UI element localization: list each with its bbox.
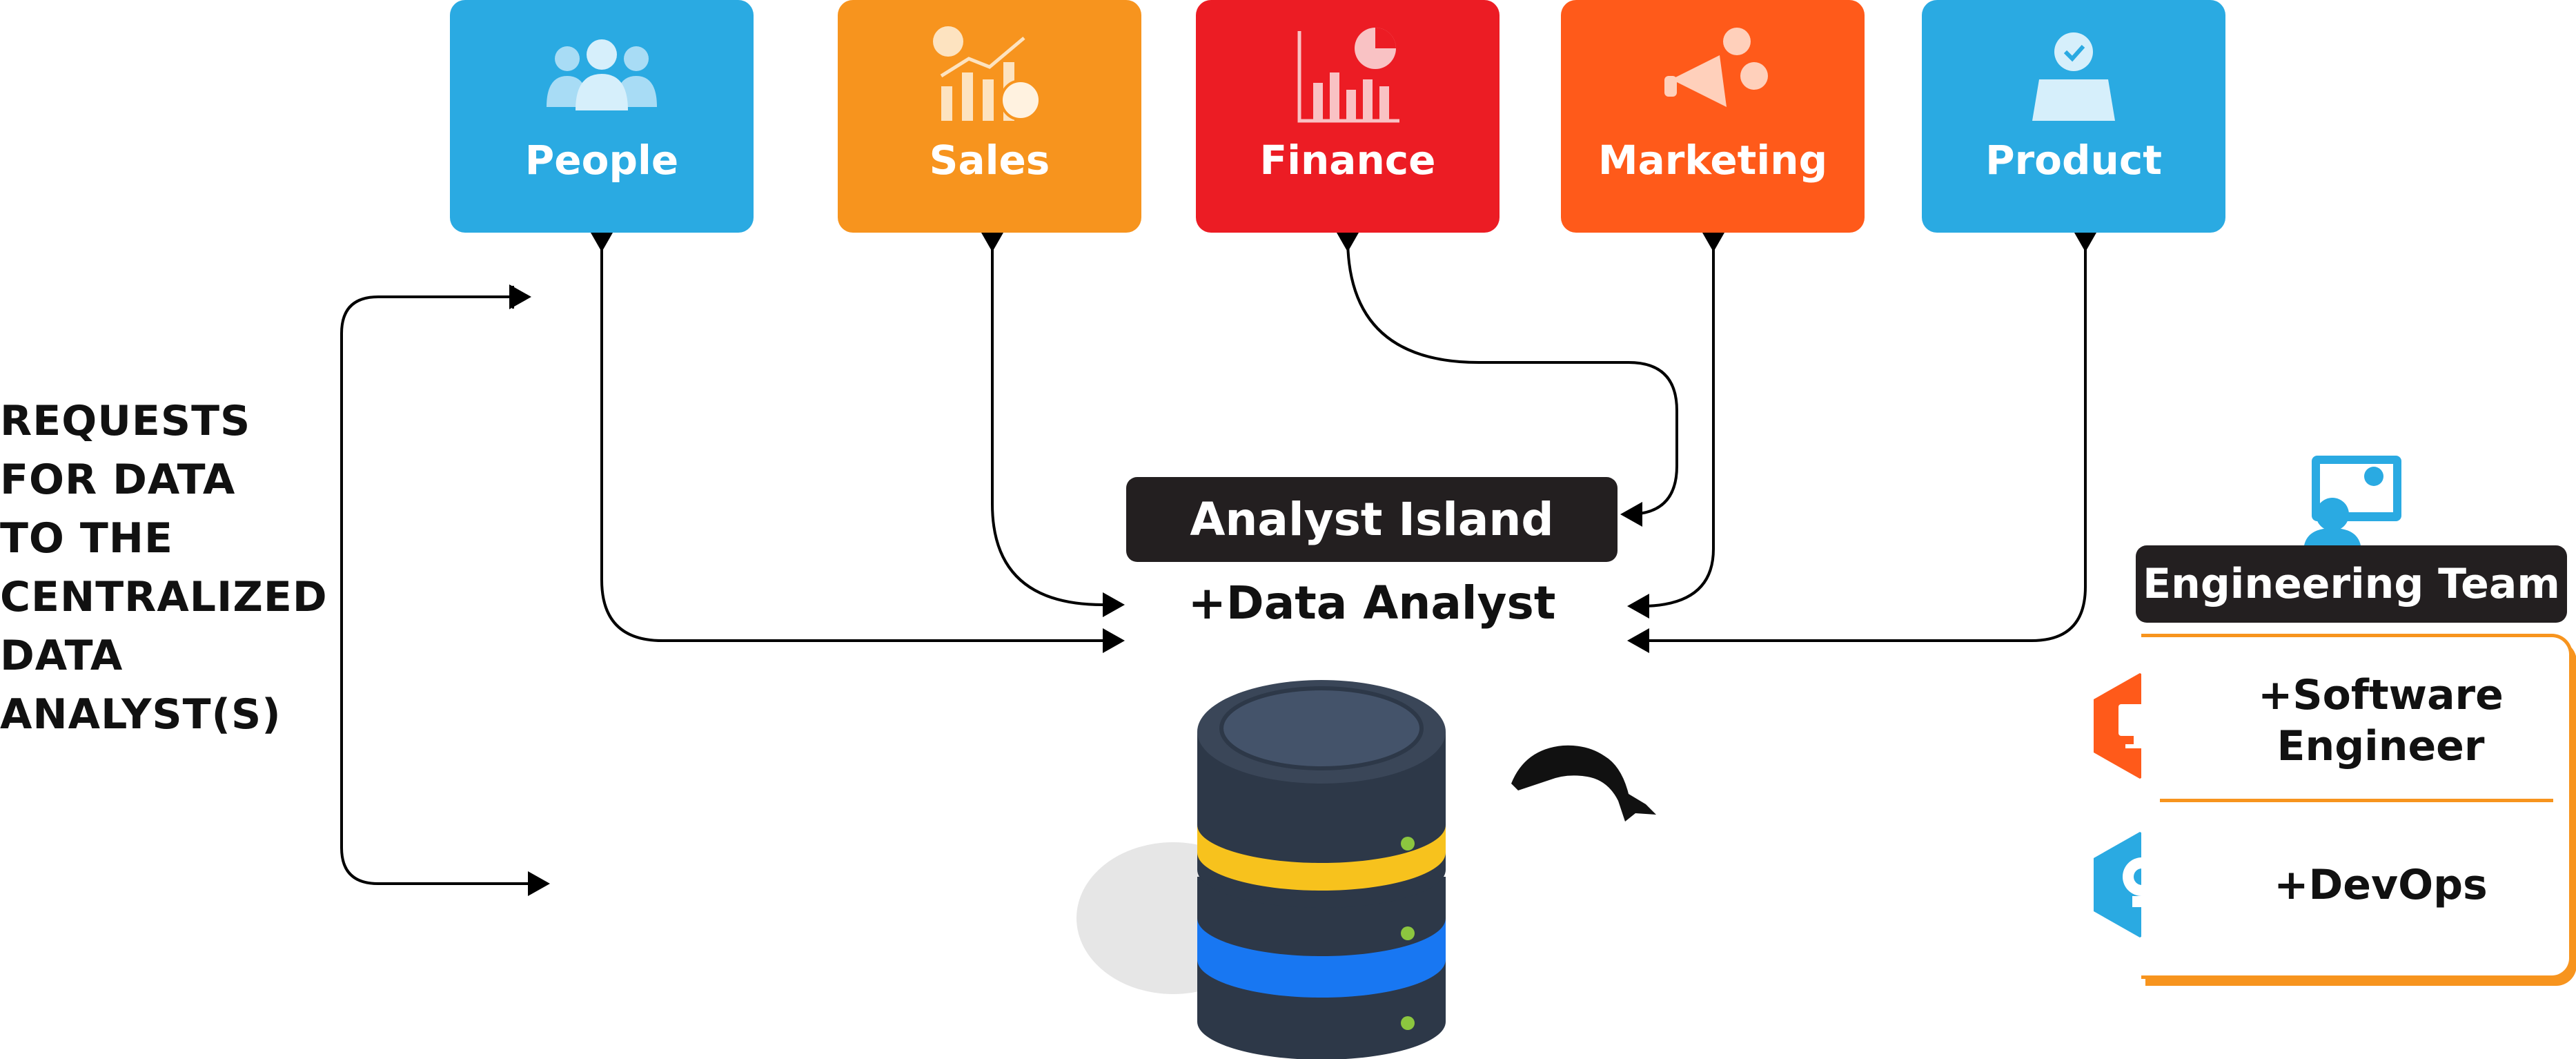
analyst-island-title: Analyst Island [1126,477,1618,562]
product-tab [2074,233,2096,252]
product-connector [1641,238,2087,642]
requests-line: ANALYST(S) [0,690,282,739]
arrowhead-bracket-bottom [528,871,550,896]
dept-label: Sales [929,137,1050,184]
data-analyst-role: +Data Analyst [1188,576,1556,630]
dept-label: People [524,137,679,184]
people-icon [540,21,664,131]
database-icon [1197,680,1446,1059]
arrowhead-marketing [1627,594,1649,619]
finance-tab [1337,233,1359,252]
people-connector [600,238,1103,642]
engineering-team-title: Engineering Team [2136,545,2567,623]
dept-marketing: Marketing [1561,0,1865,233]
dept-people: People [450,0,754,233]
finance-connector [1346,237,1678,516]
engineering-card [2141,634,2573,979]
dept-label: Finance [1259,137,1436,184]
sales-tab [981,233,1003,252]
sales-connector [991,238,1103,606]
dept-label: Product [1985,137,2162,184]
dept-product: Product [1922,0,2225,233]
software-engineer-role: +Software Engineer [2258,671,2504,770]
marketing-tab [1702,233,1724,252]
arrowhead-product [1627,628,1649,653]
devops-role: +DevOps [2274,861,2488,909]
engineer-icon [2303,456,2401,552]
arrowhead-sales [1103,592,1125,617]
requests-line: CENTRALIZED [0,573,328,621]
requests-bracket [340,295,528,885]
finance-chart-icon [1286,21,1410,131]
requests-line: DATA [0,632,124,680]
dolphin-icon [1511,745,1656,822]
dept-sales: Sales [838,0,1141,233]
sales-chart-icon [927,21,1052,131]
engineering-divider [2160,799,2553,802]
dept-finance: Finance [1196,0,1500,233]
arrowhead-finance [1620,502,1642,527]
requests-line: FOR DATA [0,456,236,504]
marketing-connector [1640,238,1715,608]
arrowhead-people [1103,628,1125,653]
megaphone-icon [1651,21,1775,131]
requests-line: REQUESTS [0,397,251,445]
requests-label: REQUESTS FOR DATA TO THE CENTRALIZED DAT… [0,392,328,744]
requests-line: TO THE [0,514,173,563]
dept-label: Marketing [1597,137,1828,184]
arrowhead-bracket-top [509,284,531,309]
product-box-icon [2012,21,2136,131]
people-tab [591,233,613,252]
